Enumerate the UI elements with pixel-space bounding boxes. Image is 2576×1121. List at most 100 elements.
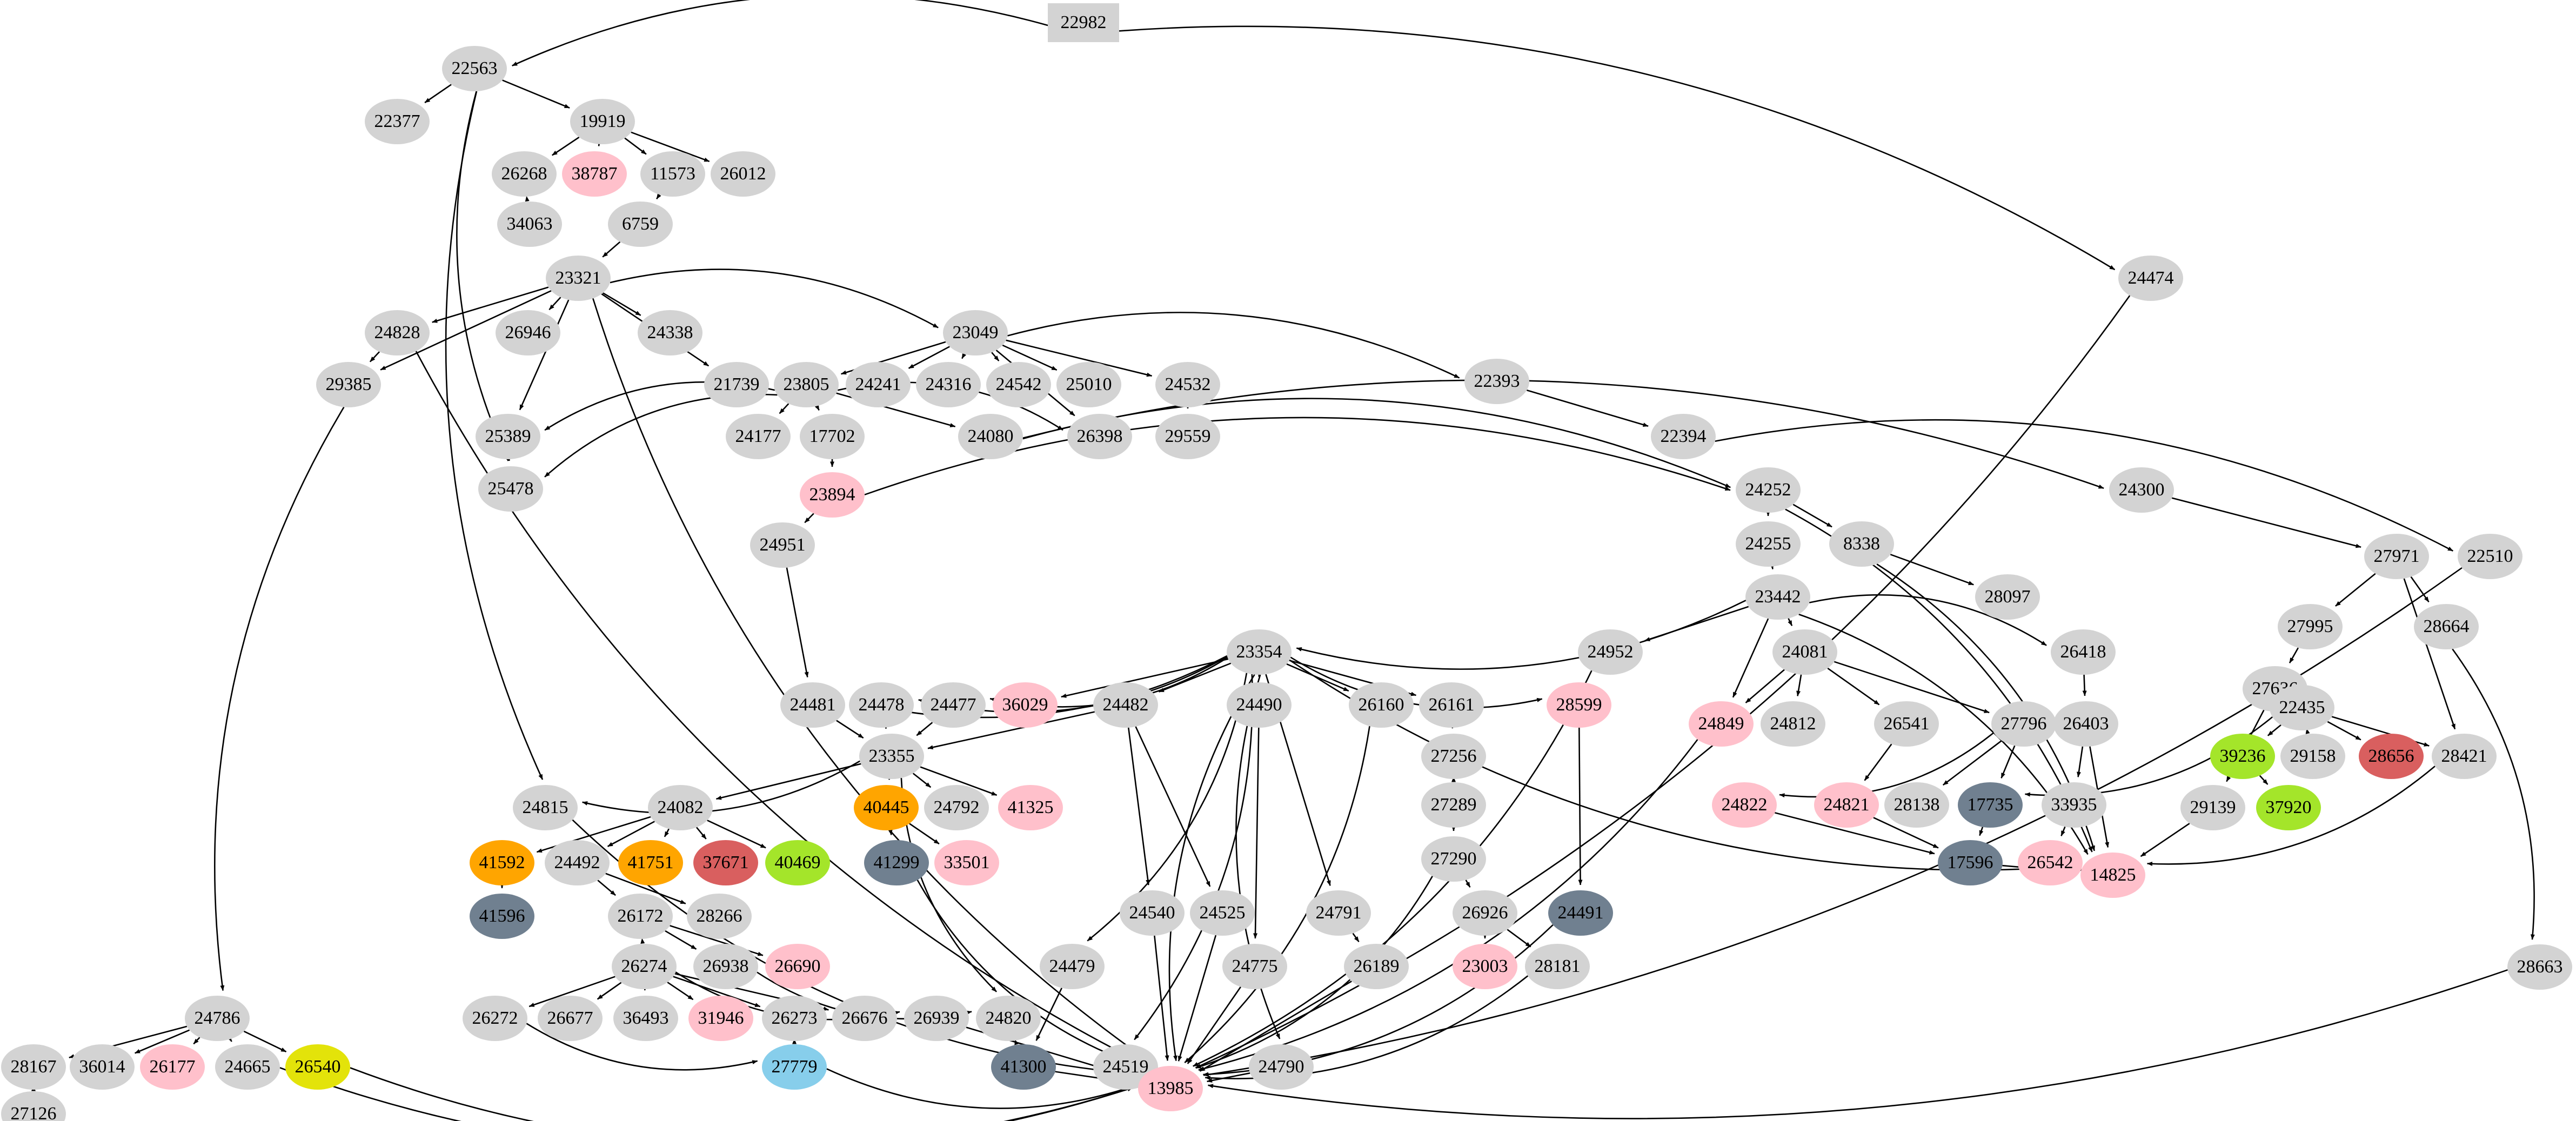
graph-node-29559: 29559 [1155,414,1220,459]
edge-27779-13985 [826,1068,1133,1109]
edge-23049-25010 [1002,344,1058,371]
node-ellipse-shape [1249,1044,1314,1090]
node-ellipse-shape [693,840,758,885]
graph-node-17596: 17596 [1938,840,2003,885]
node-ellipse-shape [497,202,562,247]
graph-node-29385: 29385 [316,362,381,407]
node-ellipse-shape [1093,682,1158,728]
node-ellipse-shape [1120,890,1185,936]
node-ellipse-shape [1651,414,1716,459]
graph-node-23354: 23354 [1227,629,1292,675]
node-ellipse-shape [1689,701,1754,747]
edge-28599-24491 [1578,727,1583,885]
graph-node-27290: 27290 [1421,836,1486,882]
edge-40445-33501 [909,823,940,845]
graph-node-13985: 13985 [1138,1066,1203,1111]
node-ellipse-shape [640,151,705,197]
node-ellipse-shape [1525,944,1590,989]
edge-23355-24082 [715,763,861,800]
graph-node-23003: 23003 [1453,944,1517,989]
node-ellipse-shape [687,894,752,939]
node-ellipse-shape [618,840,683,885]
node-label: 24532 [1165,374,1211,394]
graph-node-23321: 23321 [546,256,611,301]
node-ellipse-shape [916,362,981,407]
node-ellipse-shape [765,944,830,989]
graph-node-24252: 24252 [1736,467,1801,513]
node-ellipse-shape [976,996,1041,1041]
graph-node-28138: 28138 [1884,782,1949,828]
graph-node-24525: 24525 [1190,890,1255,936]
edge-33935-26542 [2060,826,2066,836]
edge-27995-27636 [2289,647,2299,663]
edge-24482-23355 [927,711,1095,750]
graph-node-28181: 28181 [1525,944,1590,989]
edge-24786-26177 [193,1037,200,1045]
graph-node-23049: 23049 [943,310,1008,355]
graph-node-26172: 26172 [608,894,673,939]
node-label: 26540 [295,1057,341,1077]
node-label: 24177 [735,426,781,446]
graph-node-28663: 28663 [2507,944,2572,990]
edge-24081-27796 [1834,661,1990,714]
edge-40445-41299 [888,829,893,835]
node-ellipse-shape [921,682,986,728]
edge-22563-22377 [424,84,452,104]
node-ellipse-shape [986,362,1051,407]
node-label: 26160 [1359,695,1404,715]
node-ellipse-shape [513,785,578,830]
graph-node-28664: 28664 [2414,604,2479,649]
node-ellipse-shape [496,310,560,355]
edge-28663-13985 [1208,969,2508,1119]
edge-23354-14825 [1289,659,2078,871]
edge-17735-17596 [1979,827,1984,836]
node-ellipse-shape [1222,944,1287,989]
graph-node-24821: 24821 [1814,782,1879,828]
edge-29385-24786 [214,406,345,991]
node-ellipse-shape [1344,944,1409,989]
graph-node-26160: 26160 [1349,682,1414,728]
node-label: 22435 [2279,697,2325,717]
graph-node-24492: 24492 [545,840,610,885]
node-label: 24300 [2119,480,2165,500]
edge-22435-39236 [2267,724,2281,736]
edge-24952-13985 [1193,670,1593,1067]
node-label: 28663 [2517,957,2563,977]
edge-23049-24241 [908,346,950,369]
node-label: 36493 [623,1008,669,1028]
node-ellipse-shape [545,840,610,885]
graph-node-33935: 33935 [2042,782,2106,828]
node-ellipse-shape [185,996,250,1041]
node-label: 24338 [647,323,693,343]
graph-node-24665: 24665 [215,1044,280,1090]
node-label: 24775 [1232,956,1278,976]
node-label: 22563 [452,58,498,78]
node-ellipse-shape [800,414,865,459]
edge-23321-25389 [519,299,570,411]
edge-24481-23355 [836,720,864,739]
node-ellipse-shape [613,996,678,1041]
graph-node-24791: 24791 [1306,890,1371,936]
graph-node-24479: 24479 [1040,944,1105,989]
node-ellipse-shape [1349,682,1414,728]
node-label: 24316 [926,374,972,394]
edge-23321-24828 [432,286,549,323]
node-label: 24492 [554,853,600,872]
graph-node-23355: 23355 [859,734,924,779]
node-label: 24491 [1558,903,1604,923]
node-label: 26676 [842,1008,888,1028]
edge-22982-22563 [512,0,1048,66]
node-label: 34063 [507,214,553,234]
edge-26926-28181 [1507,929,1531,948]
node-label: 41325 [1008,797,1054,817]
edge-23354-13985 [1168,674,1255,1062]
graph-node-24482: 24482 [1093,682,1158,728]
node-label: 28266 [697,906,742,926]
edge-23355-24792 [912,773,932,788]
node-ellipse-shape [2458,534,2523,579]
node-ellipse-shape [800,472,865,518]
edge-41299-13985 [916,880,1146,1069]
node-ellipse-shape [1421,734,1486,779]
node-label: 26177 [150,1057,196,1077]
